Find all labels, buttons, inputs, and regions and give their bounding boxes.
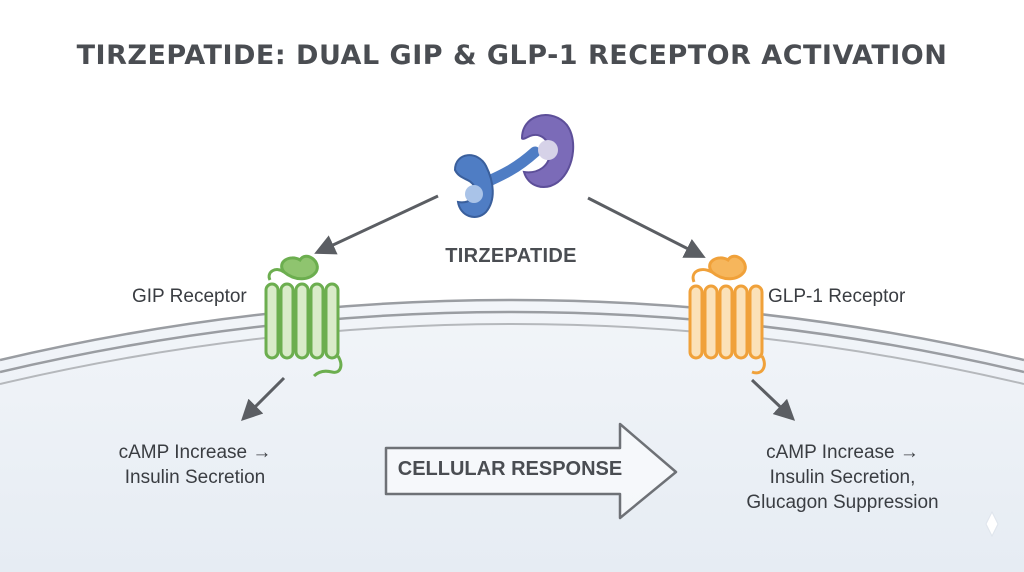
arrow-glp1-to-outcome [750,378,796,421]
gip-outcome-line-2: Insulin Secretion [124,467,266,488]
cell-membrane [0,298,1024,385]
glp1-receptor-label: GLP-1 Receptor [768,286,906,307]
cellular-response-label: CELLULAR RESPONSE [397,458,623,480]
gip-receptor-icon [264,254,343,378]
gip-outcome-line-1: cAMP Increase → [118,442,272,463]
glp1-outcome-line-2: Insulin Secretion, [769,467,916,488]
drug-label: TIRZEPATIDE [445,245,577,267]
cell-interior [0,300,1024,572]
glp1-outcome-line-1: cAMP Increase → [766,442,919,463]
page-title: TIRZEPATIDE: DUAL GIP & GLP-1 RECEPTOR A… [76,40,948,71]
sparkle-icon [985,510,999,538]
glp1-receptor-icon [688,254,766,375]
glp1-outcome-line-3: Glucagon Suppression [746,492,939,513]
cellular-response-arrow [384,422,678,520]
arrow-gip-to-outcome [241,376,286,421]
tirzepatide-molecule-icon [453,114,575,218]
gip-outcome: cAMP Increase → Insulin Secretion [110,440,280,490]
gip-receptor-label: GIP Receptor [132,286,247,307]
glp1-outcome: cAMP Increase → Insulin Secretion, Gluca… [735,440,950,515]
arrow-to-glp1-receptor [587,196,706,258]
arrow-to-gip-receptor [314,194,439,255]
